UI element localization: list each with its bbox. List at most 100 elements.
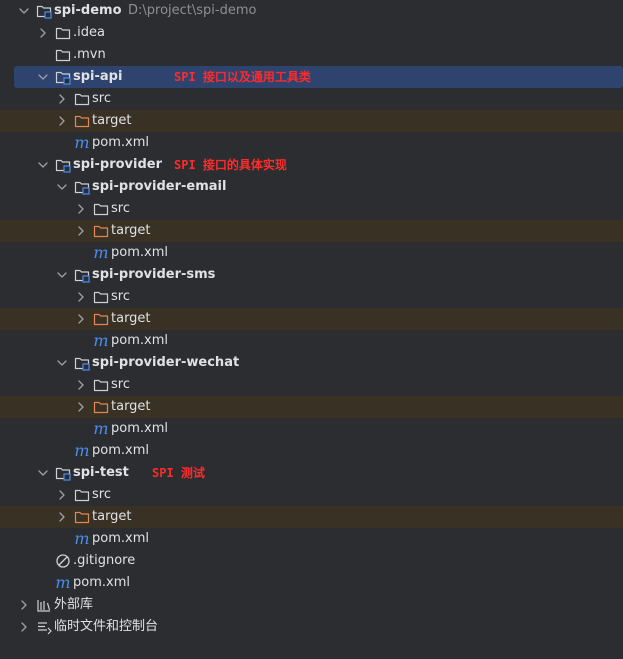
tree-row[interactable]: spi-provider-wechat <box>0 352 623 374</box>
tree-row[interactable]: spi-provider <box>0 154 623 176</box>
chevron-right-icon[interactable] <box>75 220 87 242</box>
tree-item-label: pom.xml <box>92 443 149 458</box>
tree-row[interactable]: 临时文件和控制台 <box>0 616 623 638</box>
chevron-down-icon[interactable] <box>56 176 68 198</box>
chevron-right-icon[interactable] <box>56 88 68 110</box>
chevron-right-icon[interactable] <box>56 110 68 132</box>
tree-row[interactable]: 外部库 <box>0 594 623 616</box>
module-folder-icon <box>55 462 71 484</box>
tree-row[interactable]: .mvn <box>0 44 623 66</box>
tree-item-label: src <box>92 91 111 106</box>
tree-item-label: pom.xml <box>111 421 168 436</box>
tree-item-label: target <box>92 509 132 524</box>
tree-row[interactable]: target <box>0 220 623 242</box>
module-folder-icon <box>74 264 90 286</box>
chevron-right-icon[interactable] <box>75 308 87 330</box>
chevron-down-icon[interactable] <box>18 0 30 22</box>
tree-item-label: src <box>111 289 130 304</box>
maven-icon: m <box>93 419 109 438</box>
tree-row[interactable]: target <box>0 110 623 132</box>
excluded-folder-icon <box>74 110 90 132</box>
maven-icon: m <box>55 573 71 592</box>
tree-row[interactable]: src <box>0 374 623 396</box>
tree-item-label: src <box>92 487 111 502</box>
chevron-right-icon[interactable] <box>18 616 30 638</box>
tree-row[interactable]: src <box>0 198 623 220</box>
tree-item-label: target <box>111 311 151 326</box>
maven-icon: m <box>74 441 90 460</box>
tree-item-label: spi-demo <box>54 3 122 18</box>
tree-row[interactable]: src <box>0 88 623 110</box>
tree-item-label: 临时文件和控制台 <box>54 619 159 634</box>
excluded-folder-icon <box>93 220 109 242</box>
tree-row[interactable]: target <box>0 308 623 330</box>
folder-icon <box>93 286 109 308</box>
module-folder-icon <box>74 352 90 374</box>
chevron-right-icon[interactable] <box>56 484 68 506</box>
tree-row[interactable]: spi-api <box>14 66 623 88</box>
library-icon <box>36 594 52 616</box>
tree-item-label: src <box>111 201 130 216</box>
tree-item-label: spi-provider-wechat <box>92 355 240 370</box>
tree-row[interactable]: src <box>0 484 623 506</box>
chevron-down-icon[interactable] <box>37 462 49 484</box>
tree-item-label: pom.xml <box>73 575 130 590</box>
chevron-down-icon[interactable] <box>37 154 49 176</box>
maven-icon: m <box>74 133 90 152</box>
excluded-folder-icon <box>93 396 109 418</box>
tree-row[interactable]: src <box>0 286 623 308</box>
tree-item-label: target <box>111 399 151 414</box>
tree-row[interactable]: target <box>0 506 623 528</box>
tree-row[interactable]: spi-provider-email <box>0 176 623 198</box>
scratches-icon <box>36 616 52 638</box>
chevron-right-icon[interactable] <box>37 22 49 44</box>
chevron-down-icon[interactable] <box>56 352 68 374</box>
maven-icon: m <box>93 331 109 350</box>
tree-item-label: spi-test <box>73 465 129 480</box>
tree-item-label: target <box>92 113 132 128</box>
tree-row[interactable]: spi-provider-sms <box>0 264 623 286</box>
chevron-right-icon[interactable] <box>75 396 87 418</box>
module-folder-icon <box>74 176 90 198</box>
folder-icon <box>74 88 90 110</box>
tree-item-label: spi-provider-email <box>92 179 227 194</box>
folder-icon <box>93 374 109 396</box>
module-folder-icon <box>36 0 52 22</box>
tree-row[interactable]: target <box>0 396 623 418</box>
chevron-right-icon[interactable] <box>18 594 30 616</box>
tree-item-label: .idea <box>73 25 105 40</box>
folder-icon <box>55 44 71 66</box>
tree-item-label: pom.xml <box>92 135 149 150</box>
tree-item-label: pom.xml <box>111 245 168 260</box>
excluded-folder-icon <box>74 506 90 528</box>
chevron-right-icon[interactable] <box>75 286 87 308</box>
tree-item-label: 外部库 <box>54 597 94 612</box>
tree-row[interactable]: .gitignore <box>0 550 623 572</box>
module-folder-icon <box>55 154 71 176</box>
chevron-down-icon[interactable] <box>37 66 49 88</box>
chevron-down-icon[interactable] <box>56 264 68 286</box>
ignore-file-icon <box>55 550 71 572</box>
maven-icon: m <box>74 529 90 548</box>
tree-row[interactable]: .idea <box>0 22 623 44</box>
tree-item-label: pom.xml <box>92 531 149 546</box>
chevron-right-icon[interactable] <box>75 198 87 220</box>
annotation-label: SPI 接口的具体实现 <box>174 158 287 172</box>
tree-item-label: target <box>111 223 151 238</box>
chevron-right-icon[interactable] <box>56 506 68 528</box>
chevron-right-icon[interactable] <box>75 374 87 396</box>
tree-item-label: .gitignore <box>73 553 136 568</box>
tree-item-label: src <box>111 377 130 392</box>
tree-item-label: pom.xml <box>111 333 168 348</box>
maven-icon: m <box>93 243 109 262</box>
tree-row[interactable]: spi-test <box>0 462 623 484</box>
